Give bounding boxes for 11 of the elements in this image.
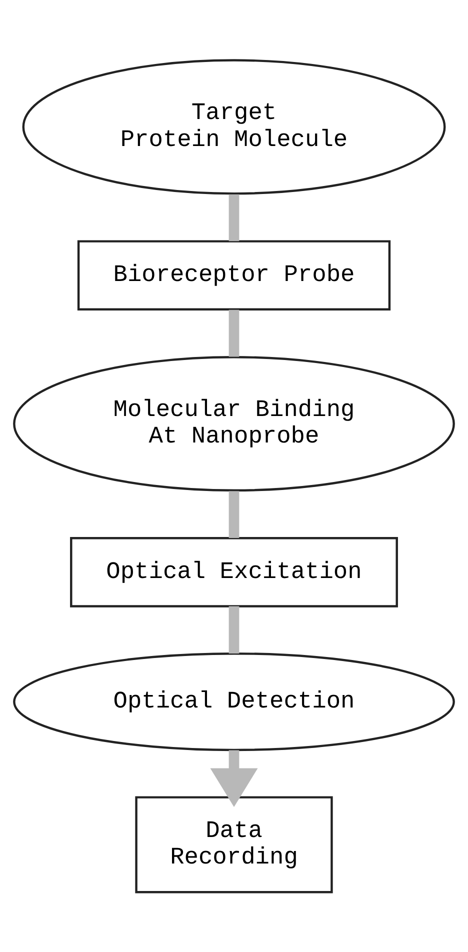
connector xyxy=(228,310,240,357)
connector xyxy=(228,194,240,242)
node-box: Bioreceptor Probe xyxy=(77,240,391,311)
node-ellipse: Target Protein Molecule xyxy=(22,59,446,195)
arrow xyxy=(210,750,258,807)
node-box: Data Recording xyxy=(135,796,333,894)
connector xyxy=(228,491,240,538)
node-ellipse: Molecular Binding At Nanoprobe xyxy=(13,356,455,492)
connector xyxy=(228,606,240,654)
node-box: Optical Excitation xyxy=(70,537,398,608)
node-ellipse: Optical Detection xyxy=(13,652,455,752)
